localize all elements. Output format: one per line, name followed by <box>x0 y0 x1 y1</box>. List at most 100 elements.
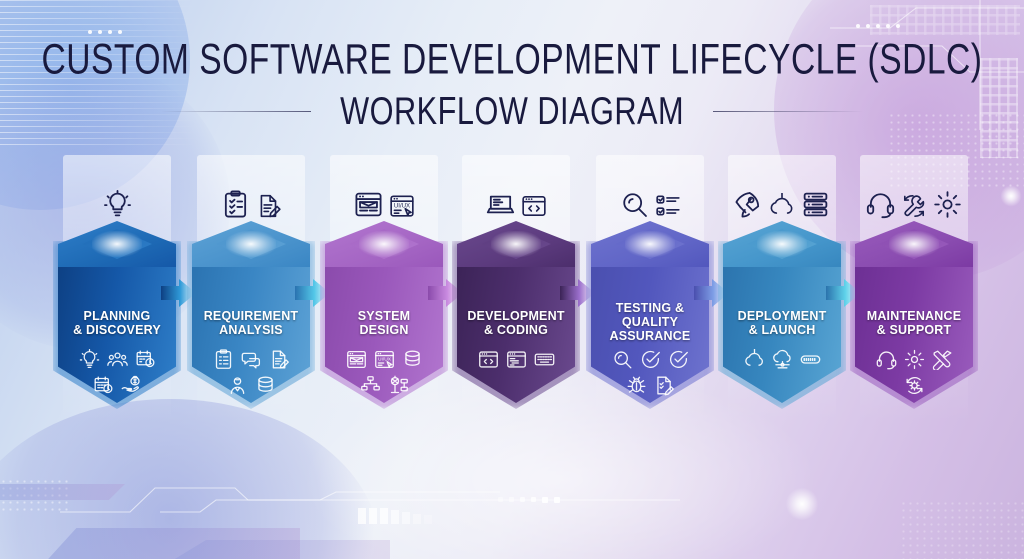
checklist-icon-top <box>655 193 681 219</box>
wireframe-icon-top <box>354 190 383 219</box>
keyboard-icon-inner <box>534 349 555 370</box>
sitemap-icon <box>360 376 380 391</box>
stage-title-line: ASSURANCE <box>609 329 691 344</box>
stage-title-line: & SUPPORT <box>876 323 952 338</box>
background-corner-accent-b <box>40 528 300 559</box>
stage-inner-icons <box>192 349 310 396</box>
stage-top-icons <box>186 163 316 219</box>
chat-bubbles-icon-inner <box>241 349 262 370</box>
headset-icon-inner <box>876 349 897 370</box>
stage-hexagon[interactable]: DEVELOPMENT& CODING <box>452 221 580 409</box>
report-pen-icon-inner <box>654 375 675 396</box>
title-rule-left <box>160 111 311 113</box>
magnifier-icon <box>622 193 647 217</box>
stage-title: MAINTENANCE& SUPPORT <box>855 309 973 337</box>
tools-icon <box>932 350 951 370</box>
stage-title: DEPLOYMENT& LAUNCH <box>723 309 841 337</box>
progress-bar-icon-inner <box>800 349 821 370</box>
team-icon-inner <box>106 349 128 370</box>
background-square-grid-top <box>870 5 1020 35</box>
cloud-upload-icon-inner <box>744 349 765 370</box>
document-pen-icon <box>272 350 289 369</box>
stage-top-icons <box>52 163 182 219</box>
tools-icon-inner <box>932 349 953 370</box>
clipboard-list-icon <box>215 349 231 369</box>
wireframe-icon <box>355 192 381 217</box>
uiux-window-icon-inner: UI/UX <box>374 349 395 370</box>
gear-icon <box>904 349 924 370</box>
stage-top-icons <box>451 163 581 219</box>
stage-hexagon[interactable]: MAINTENANCE& SUPPORT <box>850 221 978 409</box>
stage-title-line: SYSTEM <box>357 309 411 323</box>
lightbulb-icon <box>103 190 131 217</box>
gear-icon <box>934 191 961 218</box>
flowchart-icon <box>390 375 408 394</box>
hexagon-top-face <box>58 221 176 267</box>
stage-title-line: & DISCOVERY <box>73 323 161 338</box>
title-block: CUSTOM SOFTWARE DEVELOPMENT LIFECYCLE (S… <box>0 37 1024 131</box>
stage-top-icons <box>717 163 847 219</box>
hexagon-body <box>192 245 310 403</box>
stage-top-icons <box>585 163 715 219</box>
sitemap-icon-inner <box>360 375 381 396</box>
uiux-window-icon-top: UI/UX <box>389 193 415 219</box>
magnifier-icon <box>613 351 631 369</box>
hexagon-top-face <box>192 221 310 267</box>
hexagon-body <box>723 245 841 403</box>
cloud-network-icon <box>772 349 791 369</box>
clipboard-list-icon-inner <box>213 349 234 370</box>
hexagon-body <box>58 245 176 403</box>
background-dot-row-right <box>856 24 900 28</box>
headset-icon <box>866 193 895 219</box>
headset-icon-top <box>866 190 895 219</box>
check-circle-icon-inner <box>640 349 661 370</box>
cloud-upload-icon <box>770 193 793 214</box>
wireframe-icon-inner <box>346 349 367 370</box>
stage-title-line: & CODING <box>483 323 549 338</box>
calendar-clock-icon <box>136 350 154 368</box>
uiux-window-icon: UI/UX <box>374 350 394 369</box>
wireframe-icon <box>346 350 366 369</box>
stage-title-line: REQUIREMENT <box>203 309 299 323</box>
stage-top-icons: UI/UX <box>319 163 449 219</box>
lightbulb-icon <box>79 349 99 369</box>
hexagon-top-face <box>855 221 973 267</box>
stage-inner-icons <box>855 349 973 396</box>
progress-bar-icon <box>800 355 820 364</box>
stage-top-icons <box>849 163 979 219</box>
uiux-window-icon: UI/UX <box>389 195 414 217</box>
wrench-refresh-icon <box>903 195 925 217</box>
hexagon-body <box>591 245 709 403</box>
stage-title-line: & LAUNCH <box>748 323 816 338</box>
stage-title-line: ANALYSIS <box>219 323 283 338</box>
lightbulb-icon-inner <box>79 349 100 370</box>
rocket-icon <box>735 192 760 218</box>
database-icon-inner <box>255 375 276 396</box>
terminal-window-icon <box>506 351 526 368</box>
check-circle-icon <box>669 350 688 368</box>
stage-hexagon[interactable]: PLANNING& DISCOVERY <box>53 221 181 409</box>
hexagon-top-face <box>457 221 575 267</box>
rocket-icon-top <box>734 190 763 219</box>
checklist-icon <box>655 195 680 216</box>
code-window-icon-top <box>521 193 547 219</box>
stage-inner-icons <box>591 349 709 396</box>
hexagon-body <box>325 245 443 403</box>
calendar-clock-icon-inner <box>135 349 156 370</box>
calendar-icon <box>94 376 112 394</box>
headset-icon <box>876 351 896 370</box>
stage-inner-icons <box>457 349 575 370</box>
background-dot-grid-bottom-right <box>900 500 1024 559</box>
magnifier-icon-top <box>620 190 649 219</box>
stage-inner-icons <box>723 349 841 370</box>
background-spark-right <box>1000 185 1022 207</box>
stage-title: DEVELOPMENT& CODING <box>457 309 575 337</box>
gear-icon-top <box>933 190 962 219</box>
stage-hexagon[interactable]: DEPLOYMENT& LAUNCH <box>718 221 846 409</box>
